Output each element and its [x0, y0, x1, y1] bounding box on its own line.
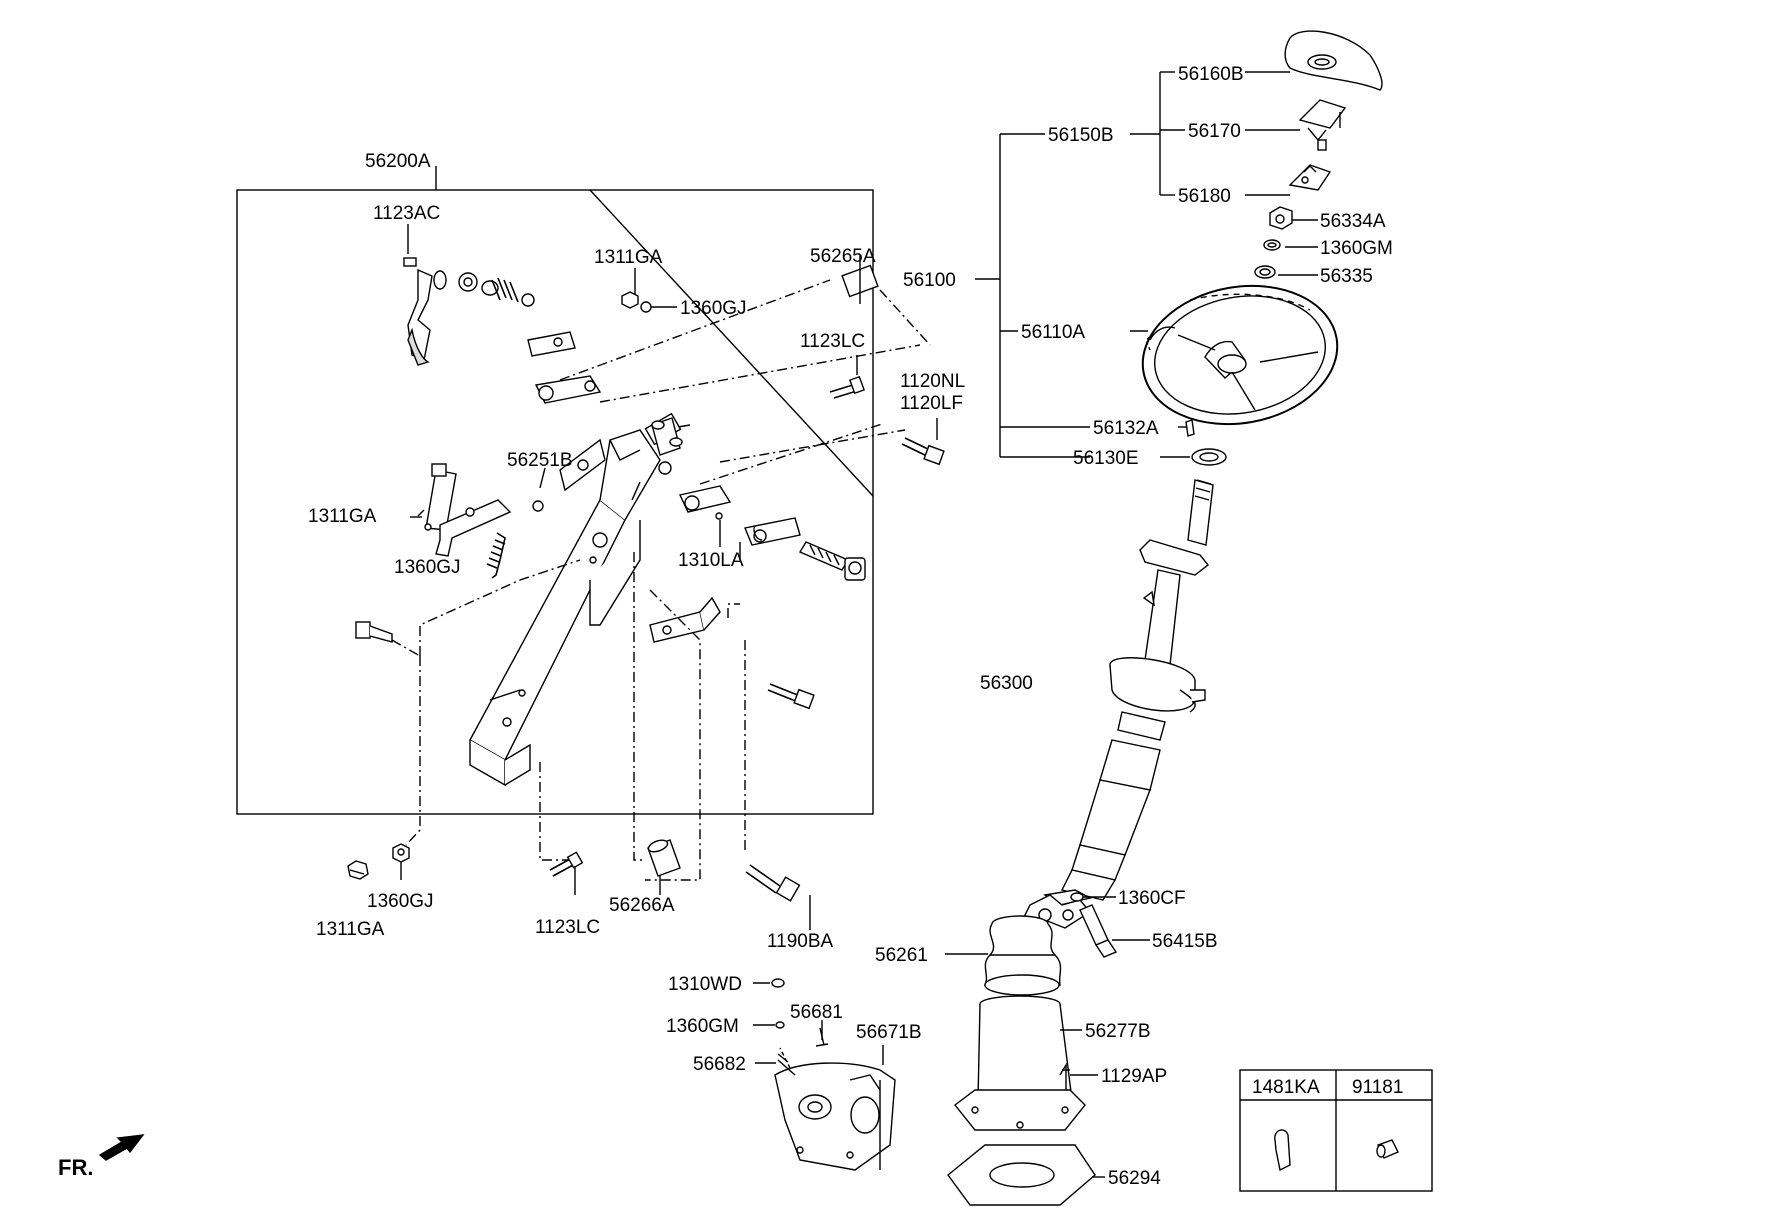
guide-lines	[589, 189, 906, 497]
label-1360CF: 1360CF	[1118, 888, 1186, 909]
label-56415B: 56415B	[1152, 931, 1218, 952]
dashed-connectors	[405, 552, 746, 881]
label-1123AC: 1123AC	[373, 203, 440, 224]
label-56150B: 56150B	[1048, 125, 1114, 146]
wheel-tree-lines	[975, 71, 1318, 458]
column-cover	[954, 995, 1086, 1131]
washer-56251B	[532, 467, 546, 512]
label-56261: 56261	[875, 945, 928, 966]
label-56265A: 56265A	[810, 246, 876, 267]
label-56681: 56681	[790, 1002, 843, 1023]
label-56160B: 56160B	[1178, 64, 1244, 85]
horn-pad	[1284, 30, 1383, 91]
steering-column	[1024, 479, 1214, 929]
label-1360GJ-top: 1360GJ	[680, 298, 747, 319]
label-1310WD: 1310WD	[668, 974, 742, 995]
bracket-left-mid	[410, 463, 512, 579]
mount-bracket	[753, 978, 896, 1171]
label-56100: 56100	[903, 270, 956, 291]
label-1360GM-bot: 1360GM	[666, 1016, 739, 1037]
horn-plate	[1288, 164, 1332, 191]
lower-bracket	[649, 596, 815, 710]
label-56671B: 56671B	[856, 1022, 922, 1043]
leaders-left	[631, 268, 861, 560]
lower-loose-parts	[347, 839, 811, 930]
label-1123LC-top: 1123LC	[800, 331, 865, 352]
label-1129AP: 1129AP	[1101, 1066, 1167, 1087]
tilt-plate-top	[534, 255, 931, 404]
steering-wheel	[1141, 284, 1339, 426]
label-1311GA-mid: 1311GA	[308, 506, 377, 527]
label-56266A: 56266A	[609, 895, 675, 916]
tilt-plates-right	[678, 485, 866, 581]
label-56682: 56682	[693, 1054, 746, 1075]
table-header-1481KA: 1481KA	[1252, 1077, 1320, 1098]
label-1311GA-top: 1311GA	[594, 247, 663, 268]
label-1360GJ-bot: 1360GJ	[367, 891, 434, 912]
label-56200A: 56200A	[365, 151, 431, 172]
bolt-1120NL	[901, 418, 945, 466]
tilt-lever	[403, 224, 576, 366]
pin-56132A	[1185, 419, 1195, 437]
label-56251B: 56251B	[507, 450, 573, 471]
wheel-nut	[1254, 206, 1293, 279]
label-1310LA: 1310LA	[678, 550, 744, 571]
cancel-ring	[1191, 448, 1227, 466]
label-1360GM-top: 1360GM	[1320, 238, 1393, 259]
front-direction-arrow	[98, 1134, 145, 1161]
assembly-frame	[236, 189, 874, 815]
column-bolt	[1070, 892, 1150, 958]
label-56294: 56294	[1108, 1168, 1161, 1189]
front-direction-label: FR.	[58, 1155, 93, 1180]
label-1360GJ-mid: 1360GJ	[394, 557, 461, 578]
column-assembly-group	[236, 166, 874, 815]
pin-bracket	[651, 417, 683, 456]
cover-gasket	[947, 1144, 1105, 1206]
label-1120LF: 1120LF	[900, 393, 963, 414]
parts-table	[1239, 1069, 1433, 1192]
labels: 56200A 1123AC 1311GA 1360GJ 56265A 1123L…	[58, 64, 1403, 1189]
nut-washer-top	[621, 268, 677, 313]
label-56130E: 56130E	[1073, 448, 1139, 469]
label-56277B: 56277B	[1085, 1021, 1151, 1042]
label-1190BA: 1190BA	[767, 931, 834, 952]
label-56334A: 56334A	[1320, 211, 1386, 232]
label-56132A: 56132A	[1093, 418, 1159, 439]
column-boot	[945, 915, 1062, 996]
label-1123LC-bot: 1123LC	[535, 917, 600, 938]
screw-1129AP	[1059, 1062, 1098, 1090]
label-1311GA-bot: 1311GA	[316, 919, 385, 940]
bolt-1123LC-top	[829, 355, 865, 399]
label-56170: 56170	[1188, 121, 1241, 142]
label-56180: 56180	[1178, 186, 1231, 207]
label-56335: 56335	[1320, 266, 1373, 287]
label-1120NL: 1120NL	[900, 371, 965, 392]
label-56110A: 56110A	[1021, 322, 1085, 343]
table-header-91181: 91181	[1352, 1077, 1403, 1098]
label-56300: 56300	[980, 673, 1033, 694]
column-bracket	[469, 412, 691, 787]
horn-contact	[1298, 99, 1347, 151]
bolt-left-lower	[355, 621, 421, 657]
